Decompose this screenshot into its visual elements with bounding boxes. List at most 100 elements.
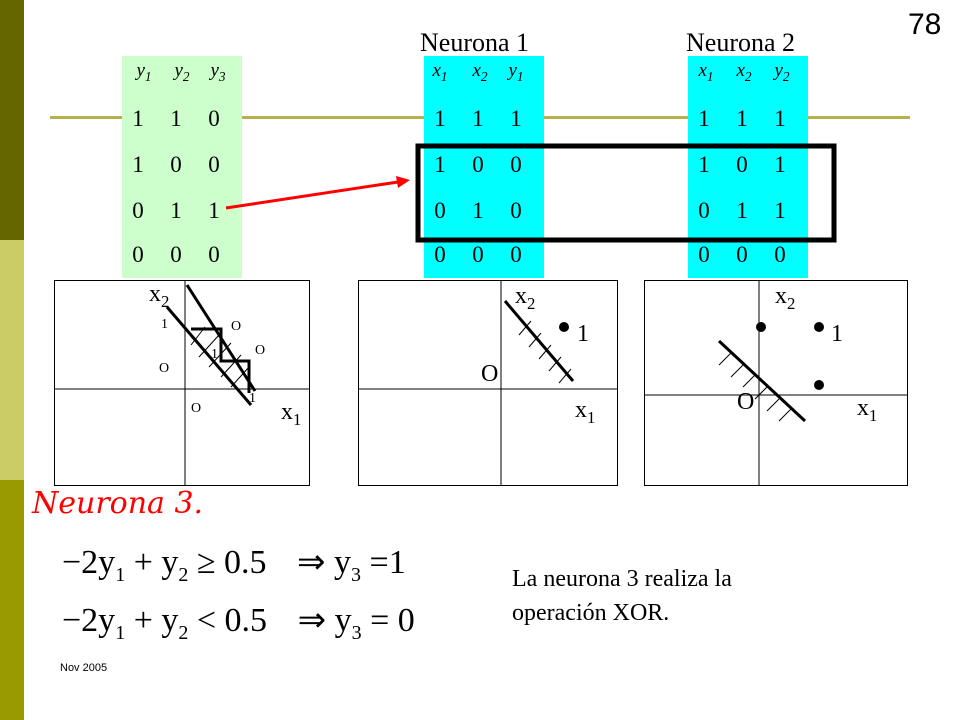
conclusion-line-1: La neurona 3 realiza la [512, 566, 732, 592]
hatch [208, 342, 232, 368]
plot2-one-label: 1 [577, 321, 589, 347]
point-dot [559, 322, 569, 332]
neurona1-title: Neurona 1 [420, 28, 530, 57]
plot3-y-label: x2 [775, 283, 796, 313]
plot1-one-mid: 1 [211, 347, 218, 362]
hatch [538, 344, 552, 360]
red-arrow-line [225, 180, 399, 210]
plot1-o-point: O [159, 361, 170, 376]
table-cell: 1 [434, 106, 446, 131]
table-cell: 0 [132, 242, 144, 267]
footer-date: Nov 2005 [60, 662, 108, 674]
table-header: x2 [736, 60, 752, 84]
table-cell: 0 [736, 152, 748, 177]
table-cell: 0 [434, 242, 446, 267]
table-y-background [122, 56, 242, 278]
slide-number: 78 [908, 8, 942, 41]
table-cell: 1 [736, 198, 748, 223]
table-cell: 1 [774, 152, 786, 177]
plot1-o-point: O [231, 319, 242, 334]
boundary-line [503, 300, 575, 382]
plot1-o-point: O [191, 401, 202, 416]
table-cell: 1 [472, 106, 484, 131]
plot1-tick-one-top: 1 [161, 317, 168, 332]
table-cell: 1 [774, 198, 786, 223]
point-dot [756, 322, 766, 332]
table-cell: 0 [510, 152, 522, 177]
plot1-y-label: x2 [149, 281, 170, 311]
neurona2-title: Neurona 2 [686, 28, 796, 57]
red-arrow-head [396, 176, 410, 188]
table-cell: 1 [736, 106, 748, 131]
conclusion-text: La neurona 3 realiza la operación XOR. [512, 562, 732, 630]
equation-2: −2y1 + y2 < 0.5 ⇒ y3 = 0 [62, 602, 415, 644]
plot3: x2 x1 1 O [644, 280, 908, 486]
table-cell: 0 [510, 198, 522, 223]
hatch [198, 334, 220, 358]
table-header: y1 [136, 60, 152, 84]
plot1-drawing [55, 281, 309, 485]
plot2-x-label: x1 [575, 397, 596, 427]
table-cell: 0 [170, 242, 182, 267]
table-cell: 1 [208, 198, 220, 223]
table-cell: 1 [170, 106, 182, 131]
table-cell: 0 [132, 198, 144, 223]
table-cell: 0 [208, 242, 220, 267]
equation-1: −2y1 + y2 ≥ 0.5 ⇒ y3 =1 [62, 544, 406, 586]
sidebar-band-mid [0, 480, 24, 720]
hatch [528, 332, 542, 348]
hatch [742, 374, 756, 388]
table-cell: 0 [736, 242, 748, 267]
table-cell: 1 [472, 198, 484, 223]
point-dot [814, 380, 824, 390]
table-cell: 1 [698, 152, 710, 177]
sidebar-band-dark [0, 0, 24, 240]
table-cell: 0 [774, 242, 786, 267]
table-cell: 0 [472, 242, 484, 267]
plot3-drawing [645, 281, 907, 485]
hatch [190, 326, 206, 346]
plot1-x-label: x1 [281, 399, 302, 429]
table-header: x2 [472, 60, 488, 84]
boundary-line [717, 339, 807, 423]
table-cell: 1 [698, 106, 710, 131]
sidebar-band-light [0, 240, 24, 480]
plot1-o-point: O [255, 343, 266, 358]
hatch [230, 366, 250, 388]
table-header: y2 [774, 60, 790, 84]
highlight-rectangle [415, 143, 837, 243]
region-steps [191, 327, 251, 393]
plot3-o-label: O [737, 389, 755, 415]
boundary-line-lower [165, 306, 253, 406]
table-header: y3 [210, 60, 226, 84]
table-header: y1 [508, 60, 524, 84]
table-header: y2 [174, 60, 190, 84]
table-header: x1 [698, 60, 714, 84]
hatch [518, 320, 532, 336]
table-cell: 0 [170, 152, 182, 177]
table-cell: 0 [698, 242, 710, 267]
hatch [558, 368, 572, 384]
plot1: x2 x1 1 1 1 O O O O [54, 280, 310, 486]
table-cell: 1 [170, 198, 182, 223]
hatch [220, 354, 242, 378]
table-cell: 0 [208, 152, 220, 177]
table-cell: 1 [774, 106, 786, 131]
plot2-o-label: O [481, 361, 499, 387]
table-header: x1 [432, 60, 448, 84]
hatch [730, 364, 744, 378]
hatch [754, 386, 768, 400]
table-cell: 0 [208, 106, 220, 131]
plot2-drawing [359, 281, 617, 485]
plot3-x-label: x1 [857, 395, 878, 425]
table-cell: 0 [698, 198, 710, 223]
table-cell: 1 [132, 152, 144, 177]
table-cell: 0 [434, 198, 446, 223]
plot1-tick-one-right: 1 [249, 391, 256, 406]
table-cell: 0 [510, 242, 522, 267]
hatch [548, 356, 562, 372]
point-dot [814, 322, 824, 332]
table-cell: 1 [434, 152, 446, 177]
plot3-one-label: 1 [831, 321, 843, 347]
